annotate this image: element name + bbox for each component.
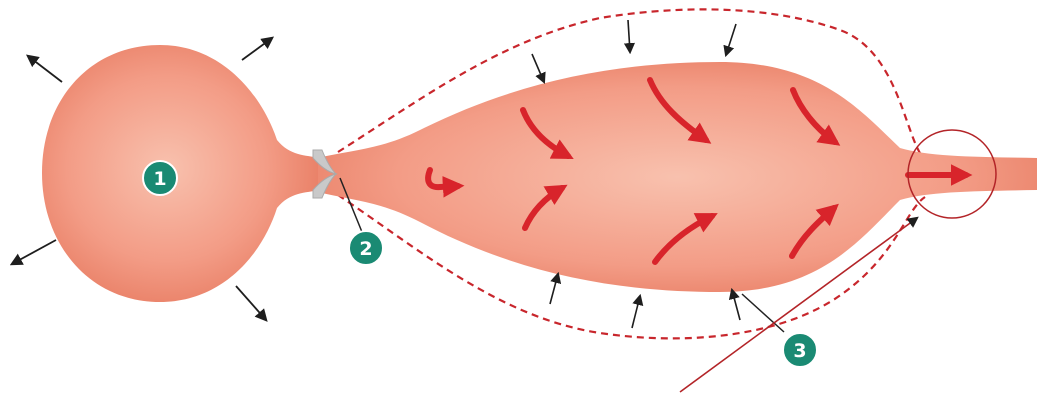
inward-pressure-arrow-icon <box>732 290 740 320</box>
outward-arrow-icon <box>236 286 266 320</box>
bulb-body <box>42 45 320 302</box>
inward-pressure-arrow-icon <box>532 54 544 82</box>
marker-1: 1 <box>143 161 177 195</box>
outward-arrow-icon <box>242 38 272 60</box>
outward-arrow-icon <box>12 240 56 264</box>
marker-1-label: 1 <box>153 168 166 190</box>
marker-2: 2 <box>349 231 383 265</box>
marker-3: 3 <box>783 333 817 367</box>
leader-line-3 <box>742 294 784 332</box>
inward-pressure-arrow-icon <box>628 20 630 52</box>
outward-arrow-icon <box>28 56 62 82</box>
inward-pressure-arrow-icon <box>550 274 558 304</box>
inward-pressure-arrow-icon <box>726 24 736 55</box>
inward-pressure-arrow-icon <box>632 296 640 328</box>
marker-2-label: 2 <box>359 238 372 260</box>
marker-3-label: 3 <box>793 340 806 362</box>
left-bulb <box>42 45 320 302</box>
